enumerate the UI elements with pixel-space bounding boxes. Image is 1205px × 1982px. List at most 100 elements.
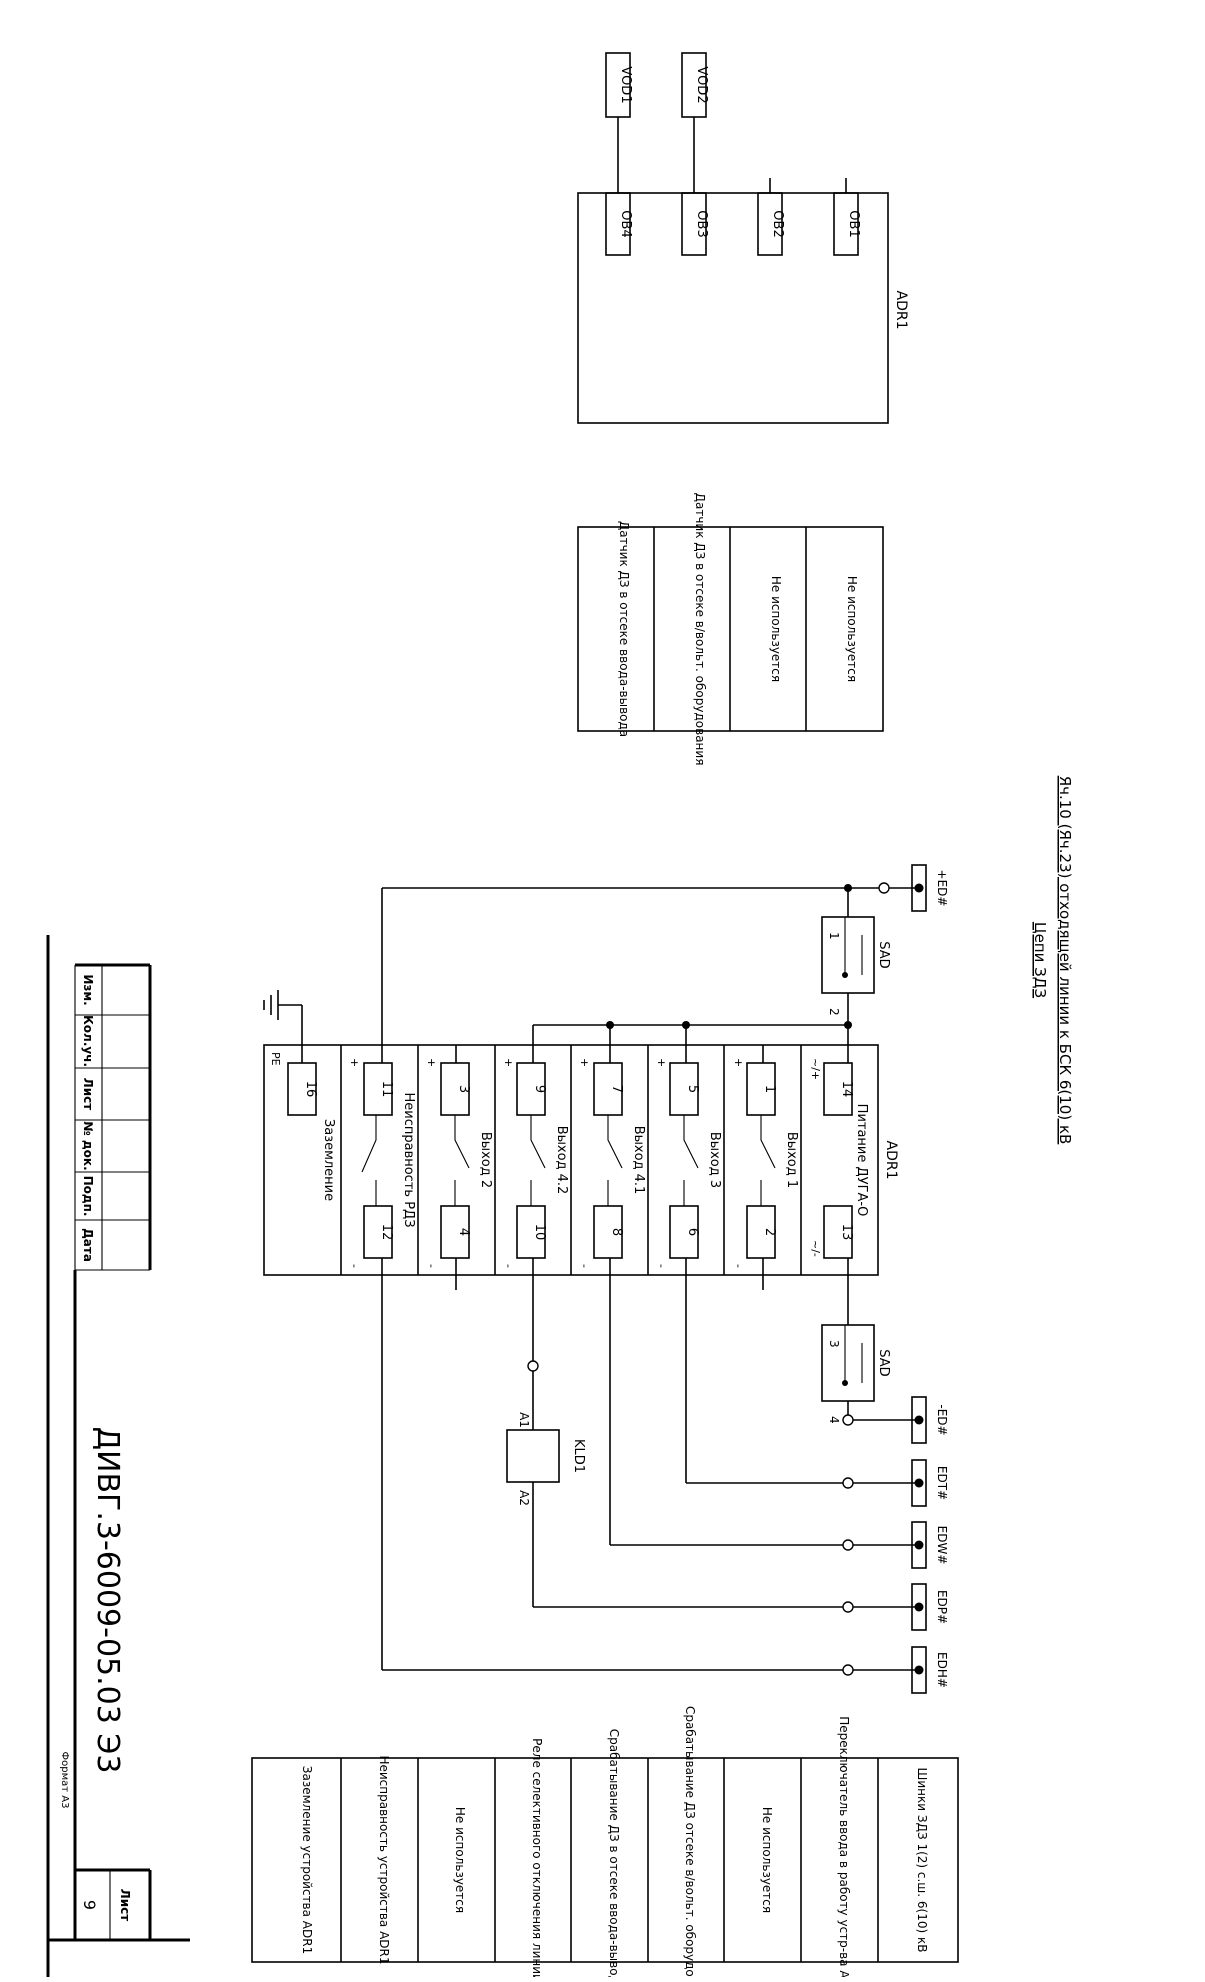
- bus-edp: EDP#: [935, 1590, 949, 1624]
- bottom-table: Шинки ЗДЗ 1(2) с.ш. 6(10) кВ Переключате…: [251, 1706, 959, 1982]
- row-out41-name: Выход 4.1: [631, 1126, 646, 1195]
- bottom-table-cell-3: Срабатывание ДЗ отсеке в/вольт. оборудов…: [683, 1706, 697, 1977]
- row-out41-rsign: -: [578, 1264, 591, 1268]
- adr-top-frame: [577, 192, 889, 424]
- sad-pin-3: 3: [827, 1340, 841, 1348]
- stamp-list: Лист: [81, 1078, 95, 1110]
- stamp-kol: Кол.уч.: [81, 1015, 95, 1067]
- terminal-3-label: 3: [456, 1085, 471, 1093]
- terminal-7-label: 7: [609, 1085, 624, 1093]
- bus-edt: EDT#: [935, 1466, 949, 1500]
- bus-ed-plus: +ED#: [935, 870, 949, 907]
- row-out3-name: Выход 3: [707, 1132, 722, 1188]
- adr-top-block: ADR1 OB4 OB3 OB2 OB1 VOD1 VOD2: [577, 52, 909, 424]
- node-ed-minus: [842, 1414, 854, 1426]
- row-out42-lsign: +: [502, 1058, 515, 1067]
- sensor-vod2-label: VOD2: [694, 66, 709, 103]
- sad-pin-4: 4: [827, 1416, 841, 1424]
- row-out41-lsign: +: [578, 1058, 591, 1067]
- wiring: [381, 884, 918, 1671]
- terminal-16-label: 16: [303, 1081, 318, 1098]
- node-edh: [842, 1664, 854, 1676]
- adr-module: ADR1 14 13 Питание ДУГА-О ~/+ ~/- 1 2 Вы…: [263, 1044, 899, 1276]
- sensor-vod1-label: VOD1: [618, 66, 633, 103]
- sad-pin-2: 2: [827, 1008, 841, 1016]
- title-block: Изм. Кол.уч. Лист № док. Подп. Дата ДИВГ…: [46, 935, 190, 1977]
- terminal-6-label: 6: [685, 1228, 700, 1236]
- terminal-14-label: 14: [839, 1081, 854, 1098]
- row-out3-rsign: -: [655, 1264, 668, 1268]
- terminal-5-label: 5: [685, 1085, 700, 1093]
- title-line2: Цепи ЗДЗ: [1031, 922, 1049, 998]
- bus-ed-minus: -ED#: [935, 1404, 949, 1435]
- input-ob1-label: OB1: [846, 210, 861, 237]
- terminal-12: [363, 1205, 393, 1259]
- sensor-vod1: [605, 52, 631, 118]
- terminal-12-label: 12: [379, 1224, 394, 1241]
- bus-edw: EDW#: [935, 1526, 949, 1565]
- bus-bars: +ED# -ED# EDT# EDW# EDP# EDH#: [911, 864, 949, 1694]
- terminal-11-label: 11: [379, 1081, 394, 1098]
- bottom-table-cell-4: Срабатывание ДЗ в отсеке ввода-вывода: [607, 1729, 621, 1977]
- adr-module-label: ADR1: [883, 1141, 899, 1180]
- row-out1-rsign: -: [732, 1264, 745, 1268]
- top-table-cell-1: Датчик ДЗ в отсеке ввода-вывода: [617, 521, 631, 737]
- sad-switch-bottom: SAD 3 4: [821, 1324, 891, 1424]
- sad-bottom-label: SAD: [876, 1349, 891, 1376]
- node-edw: [842, 1539, 854, 1551]
- terminal-8-label: 8: [609, 1228, 624, 1236]
- drawing-title: Яч.10 (Яч.23) отходящей линии к БСК 6(10…: [1056, 776, 1074, 1145]
- row-out1-lsign: +: [732, 1058, 745, 1067]
- node-edp: [842, 1601, 854, 1613]
- input-ob3-label: OB3: [694, 210, 709, 237]
- bus-edh: EDH#: [935, 1652, 949, 1688]
- stamp-ndok: № док.: [81, 1121, 95, 1170]
- terminal-4-label: 4: [456, 1228, 471, 1236]
- row-fault-rsign: -: [348, 1264, 361, 1268]
- row-out2-lsign: +: [425, 1058, 438, 1067]
- row-power-rsign: ~/-: [809, 1240, 822, 1257]
- sad-top-label: SAD: [876, 941, 891, 968]
- relay-a2-label: A2: [517, 1490, 531, 1506]
- stamp-izm: Изм.: [81, 974, 95, 1005]
- sad-switch-top: SAD 1 2: [821, 916, 891, 1016]
- row-out2-name: Выход 2: [478, 1132, 493, 1188]
- row-out1-name: Выход 1: [784, 1132, 799, 1188]
- bottom-table-cell-7: Неисправность устройства ADR1: [377, 1755, 391, 1964]
- terminal-11: [363, 1062, 393, 1116]
- node-relay-a1: [527, 1360, 539, 1372]
- bottom-table-cell-1: Переключатель ввода в работу устр-ва ADR…: [837, 1716, 851, 1977]
- terminal-13: [823, 1205, 853, 1259]
- stamp-podp: Подп.: [81, 1176, 95, 1217]
- terminal-14: [823, 1062, 853, 1116]
- bottom-table-cell-2: Не используется: [760, 1807, 774, 1913]
- row-fault-name: Неисправность РДЗ: [401, 1092, 416, 1227]
- bottom-table-cell-8: Заземление устройства ADR1: [300, 1766, 314, 1954]
- relay-label: KLD1: [571, 1439, 586, 1473]
- adr-top-label: ADR1: [893, 291, 909, 330]
- title-line1: Яч.10 (Яч.23) отходящей линии к БСК 6(10…: [1056, 776, 1074, 1145]
- row-power-name: Питание ДУГА-О: [854, 1104, 869, 1217]
- terminal-10-label: 10: [532, 1224, 547, 1241]
- row-out2-rsign: -: [425, 1264, 438, 1268]
- sad-pin-1: 1: [827, 932, 841, 940]
- relay-kld1: KLD1 A1 A2: [506, 1412, 586, 1506]
- row-out42-name: Выход 4.2: [554, 1126, 569, 1195]
- node-edt: [842, 1477, 854, 1489]
- sensor-vod2: [681, 52, 707, 118]
- row-out42-rsign: -: [502, 1264, 515, 1268]
- top-table-cell-3: Не используется: [769, 576, 783, 682]
- row-ground-lsign: PE: [269, 1052, 282, 1066]
- row-ground-name: Заземление: [321, 1119, 336, 1201]
- node-ed-plus: [878, 882, 890, 894]
- top-table-cell-2: Датчик ДЗ в отсеке в/вольт. оборудования: [693, 493, 707, 766]
- stamp-sheet-number: 9: [80, 1900, 99, 1910]
- top-table-cell-4: Не используется: [845, 576, 859, 682]
- stamp-doc-number: ДИВГ.3-6009-05.03 Э3: [90, 1427, 125, 1774]
- terminal-9-label: 9: [532, 1085, 547, 1093]
- terminal-2-label: 2: [762, 1228, 777, 1236]
- bottom-table-header: Шинки ЗДЗ 1(2) с.ш. 6(10) кВ: [915, 1768, 929, 1953]
- bottom-table-cell-6: Не используется: [453, 1807, 467, 1913]
